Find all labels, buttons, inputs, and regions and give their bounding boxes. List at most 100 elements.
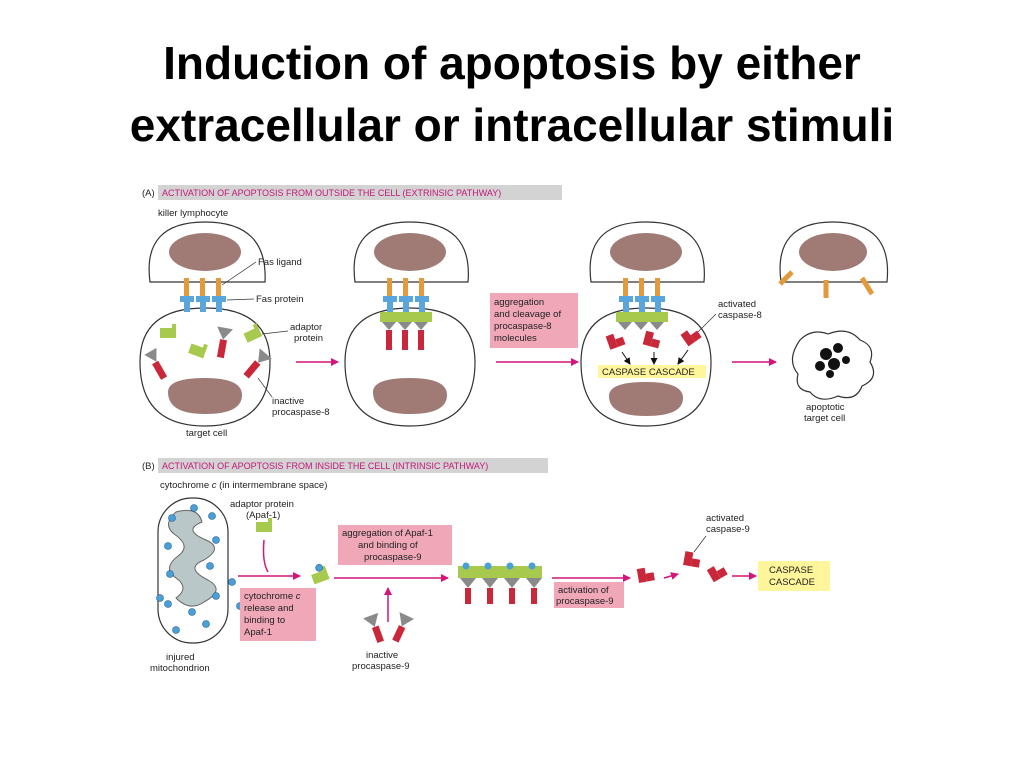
procaspase-9 <box>392 612 415 643</box>
aggregation-box <box>490 293 578 348</box>
apaf-1-label-1: adaptor protein <box>230 499 294 510</box>
apoptotic-cell-label-2: target cell <box>804 413 845 424</box>
caspase-cascade-b <box>758 561 830 591</box>
slide-title: Induction of apoptosis by either extrace… <box>0 32 1024 156</box>
release-box <box>240 588 316 641</box>
procaspase-8 <box>144 347 168 380</box>
release-box-line-4: Apaf-1 <box>244 627 272 638</box>
panel-a-header-bg <box>158 185 562 200</box>
released-cytochrome-c <box>228 578 236 586</box>
procaspase-pointer <box>257 377 273 398</box>
activated-caspase-8-label-1: activated <box>718 299 756 310</box>
aggregation-box-line-1: aggregation <box>494 297 544 308</box>
adaptor-protein <box>188 343 208 359</box>
apoptosome <box>458 562 542 604</box>
fas-ligand-label: Fas ligand <box>258 257 302 268</box>
caspase-8-fragment <box>642 330 661 349</box>
panel-b: (B) ACTIVATION OF APOPTOSIS FROM INSIDE … <box>142 458 830 674</box>
caspase-8-fragment <box>680 330 702 347</box>
aggregation-box-line-3: procaspase-8 <box>494 321 552 332</box>
activated-caspase-8-label-2: caspase-8 <box>718 310 762 321</box>
adaptor-protein-label-2: protein <box>294 333 323 344</box>
adaptor-pointer <box>261 330 289 335</box>
caspase-9-fragment <box>636 567 655 583</box>
killer-lymphocyte-label: killer lymphocyte <box>158 208 228 219</box>
procaspase-9 <box>363 612 384 643</box>
panel-a-tag: (A) <box>142 188 155 199</box>
fas-protein-group <box>180 296 226 312</box>
caspase-9-arrow-1 <box>663 572 679 580</box>
target-cell-nucleus <box>373 378 447 414</box>
apaf-1-arrow <box>262 539 269 573</box>
fas-protein-pointer <box>226 298 255 301</box>
target-cell-nucleus <box>609 382 683 416</box>
fas-ligand <box>216 278 221 296</box>
fas-ligand-group <box>184 278 221 296</box>
stage-a2 <box>344 221 476 427</box>
release-box-line-2: release and <box>244 603 294 614</box>
caspase-8-pointer <box>697 313 717 333</box>
activated-caspase-9-label-1: activated <box>706 513 744 524</box>
panel-b-header: ACTIVATION OF APOPTOSIS FROM INSIDE THE … <box>162 461 488 471</box>
caspase-cascade-a-label: CASPASE CASCADE <box>602 367 695 378</box>
activation-box <box>554 582 624 608</box>
fas-protein <box>212 296 226 312</box>
fas-ligand-pointer <box>221 261 257 286</box>
fas-complex-cleaved <box>616 278 668 330</box>
procaspase-9-label-2: procaspase-9 <box>352 661 410 672</box>
stage-a4: apoptotic target cell <box>778 221 889 424</box>
stage-a3: CASPASE CASCADE activated caspase-8 <box>580 221 762 427</box>
adaptor-protein-group <box>160 323 263 359</box>
panel-a-header: ACTIVATION OF APOPTOSIS FROM OUTSIDE THE… <box>162 188 501 198</box>
target-cell-label: target cell <box>186 428 227 439</box>
fas-complex-group <box>380 278 432 350</box>
inactive-procaspase-8-label-2: procaspase-8 <box>272 407 330 418</box>
caspase-9-fragment <box>683 551 701 568</box>
aggregation-box-b-line-3: procaspase-9 <box>364 552 422 563</box>
caspase-cascade-a <box>598 365 706 378</box>
aggregation-box-line-2: and cleavage of <box>494 309 561 320</box>
adaptor-protein-label-1: adaptor <box>290 322 322 333</box>
panel-b-header-bg <box>158 458 548 473</box>
fas-protein <box>196 296 210 312</box>
killer-cell-nucleus <box>799 233 867 271</box>
fas-protein-label: Fas protein <box>256 294 304 305</box>
aggregation-box-b <box>338 525 452 565</box>
fas-ligand <box>184 278 189 296</box>
cytochrome-c-label: cytochrome c (in intermembrane space) <box>160 480 327 491</box>
activated-caspase-8-group <box>605 330 702 350</box>
caspase-9-fragment <box>706 566 728 583</box>
aggregation-box-line-4: molecules <box>494 333 537 344</box>
aggregation-box-b-line-2: and binding of <box>358 540 418 551</box>
stage-a1: Fas ligand Fas protein adaptor protein i… <box>139 221 330 439</box>
apaf-1-cytochrome-complex <box>311 563 330 585</box>
killer-cell-nucleus <box>169 233 241 271</box>
fragmented-nucleus <box>815 343 850 378</box>
activation-box-line-1: activation of <box>558 585 609 596</box>
inactive-procaspase-8-label-1: inactive <box>272 396 304 407</box>
release-box-line-1: cytochrome c <box>244 591 301 602</box>
apaf-1 <box>256 518 272 532</box>
inactive-procaspase-9-group <box>363 612 415 643</box>
adaptor-protein <box>243 323 263 343</box>
injured-mito-label-2: mitochondrion <box>150 663 210 674</box>
fas-ligand <box>200 278 205 296</box>
procaspase-8 <box>243 348 272 379</box>
panel-a: (A) ACTIVATION OF APOPTOSIS FROM OUTSIDE… <box>139 185 889 439</box>
target-cell-nucleus <box>168 378 242 414</box>
procaspase-9-label-1: inactive <box>366 650 398 661</box>
activated-caspase-9-label-2: caspase-9 <box>706 524 750 535</box>
caspase-8-fragment <box>605 333 626 350</box>
injured-mito-label-1: injured <box>166 652 195 663</box>
released-cytochrome-c <box>156 594 164 602</box>
mito-inner-membrane <box>168 509 217 607</box>
activation-box-line-2: procaspase-9 <box>556 596 614 607</box>
killer-cell-nucleus <box>610 233 682 271</box>
activated-caspase-9-group <box>636 551 728 583</box>
panel-b-tag: (B) <box>142 461 155 472</box>
caspase-cascade-b-line-2: CASCADE <box>769 577 815 588</box>
cytochrome-c-molecules <box>164 504 220 634</box>
slide-title-line-1: Induction of apoptosis by either <box>163 37 861 89</box>
apoptotic-cell-label-1: apoptotic <box>806 402 845 413</box>
